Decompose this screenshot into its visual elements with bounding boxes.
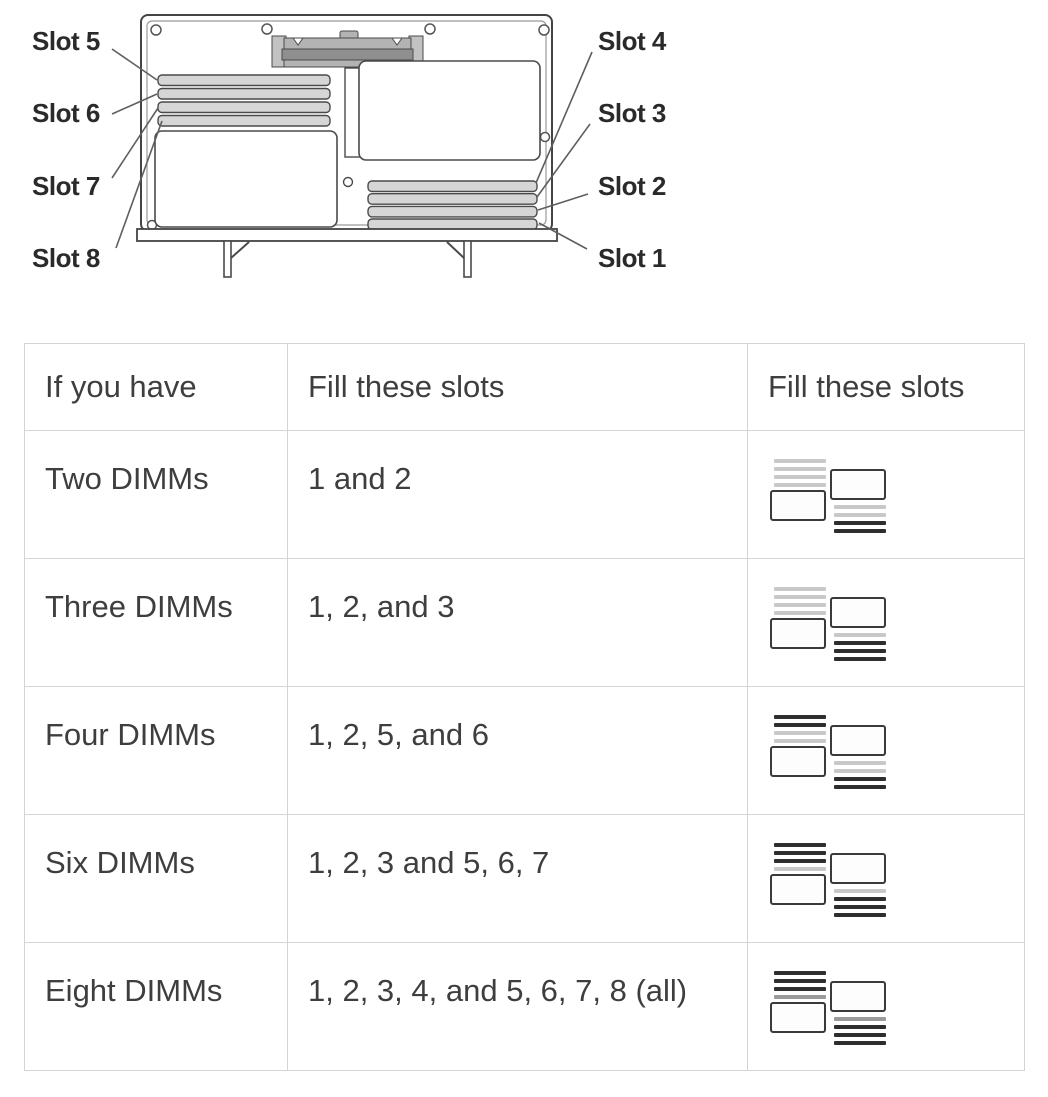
dimm-config-table: If you have Fill these slots Fill these …: [24, 343, 1025, 1071]
slot-2-label: Slot 2: [598, 171, 666, 201]
header-if-you-have: If you have: [24, 343, 288, 431]
table-row: Two DIMMs 1 and 2: [24, 430, 1025, 559]
slot-6-label: Slot 6: [32, 98, 100, 128]
table-row: Six DIMMs 1, 2, 3 and 5, 6, 7: [24, 814, 1025, 943]
slot-7-label: Slot 7: [32, 171, 100, 201]
dimm-slots-1-4: [367, 180, 538, 231]
pattern-cell: [747, 686, 1025, 815]
leader-lines: [111, 48, 593, 250]
board-inner-outline: [146, 20, 547, 226]
table-row: Eight DIMMs 1, 2, 3, 4, and 5, 6, 7, 8 (…: [24, 942, 1025, 1071]
header-fill-slots-icon: Fill these slots: [747, 343, 1025, 431]
dimm-count-cell: Three DIMMs: [24, 558, 288, 687]
dimm-count-cell: Six DIMMs: [24, 814, 288, 943]
fill-pattern-icon: [766, 709, 892, 795]
slot-list-cell: 1, 2, and 3: [287, 558, 748, 687]
riser-board-illustration: Slot 5 Slot 6 Slot 7 Slot 8 Slot 4 Slot …: [32, 14, 667, 278]
heatsink-top-right: [358, 60, 541, 161]
dimm-count-cell: Eight DIMMs: [24, 942, 288, 1071]
pattern-cell: [747, 814, 1025, 943]
slot-list-cell: 1, 2, 3, 4, and 5, 6, 7, 8 (all): [287, 942, 748, 1071]
board-hole: [342, 176, 354, 188]
pattern-cell: [747, 558, 1025, 687]
connector: [271, 30, 424, 68]
slot-1-label: Slot 1: [598, 243, 666, 273]
bottom-rail: [136, 228, 558, 242]
fill-pattern-icon: [766, 965, 892, 1051]
stand-legs: [223, 240, 472, 278]
screw-icons: [146, 23, 551, 231]
slot-4-label: Slot 4: [598, 26, 667, 56]
memory-riser-diagram: Slot 5 Slot 6 Slot 7 Slot 8 Slot 4 Slot …: [0, 0, 700, 300]
slot-5-label: Slot 5: [32, 26, 100, 56]
header-fill-slots: Fill these slots: [287, 343, 748, 431]
table-row: Three DIMMs 1, 2, and 3: [24, 558, 1025, 687]
pattern-cell: [747, 942, 1025, 1071]
slot-list-cell: 1, 2, 5, and 6: [287, 686, 748, 815]
fill-pattern-icon: [766, 581, 892, 667]
table-header-row: If you have Fill these slots Fill these …: [24, 343, 1025, 431]
pattern-cell: [747, 430, 1025, 559]
slot-list-cell: 1, 2, 3 and 5, 6, 7: [287, 814, 748, 943]
dimm-count-cell: Four DIMMs: [24, 686, 288, 815]
slot-8-label: Slot 8: [32, 243, 100, 273]
dimm-count-cell: Two DIMMs: [24, 430, 288, 559]
heatsink-bottom-left: [154, 130, 338, 228]
memory-guide-page: Slot 5 Slot 6 Slot 7 Slot 8 Slot 4 Slot …: [0, 0, 1025, 1071]
slot-3-label: Slot 3: [598, 98, 666, 128]
dimm-slots-5-8: [157, 74, 331, 127]
fill-pattern-icon: [766, 453, 892, 539]
fill-pattern-icon: [766, 837, 892, 923]
table-row: Four DIMMs 1, 2, 5, and 6: [24, 686, 1025, 815]
slot-list-cell: 1 and 2: [287, 430, 748, 559]
